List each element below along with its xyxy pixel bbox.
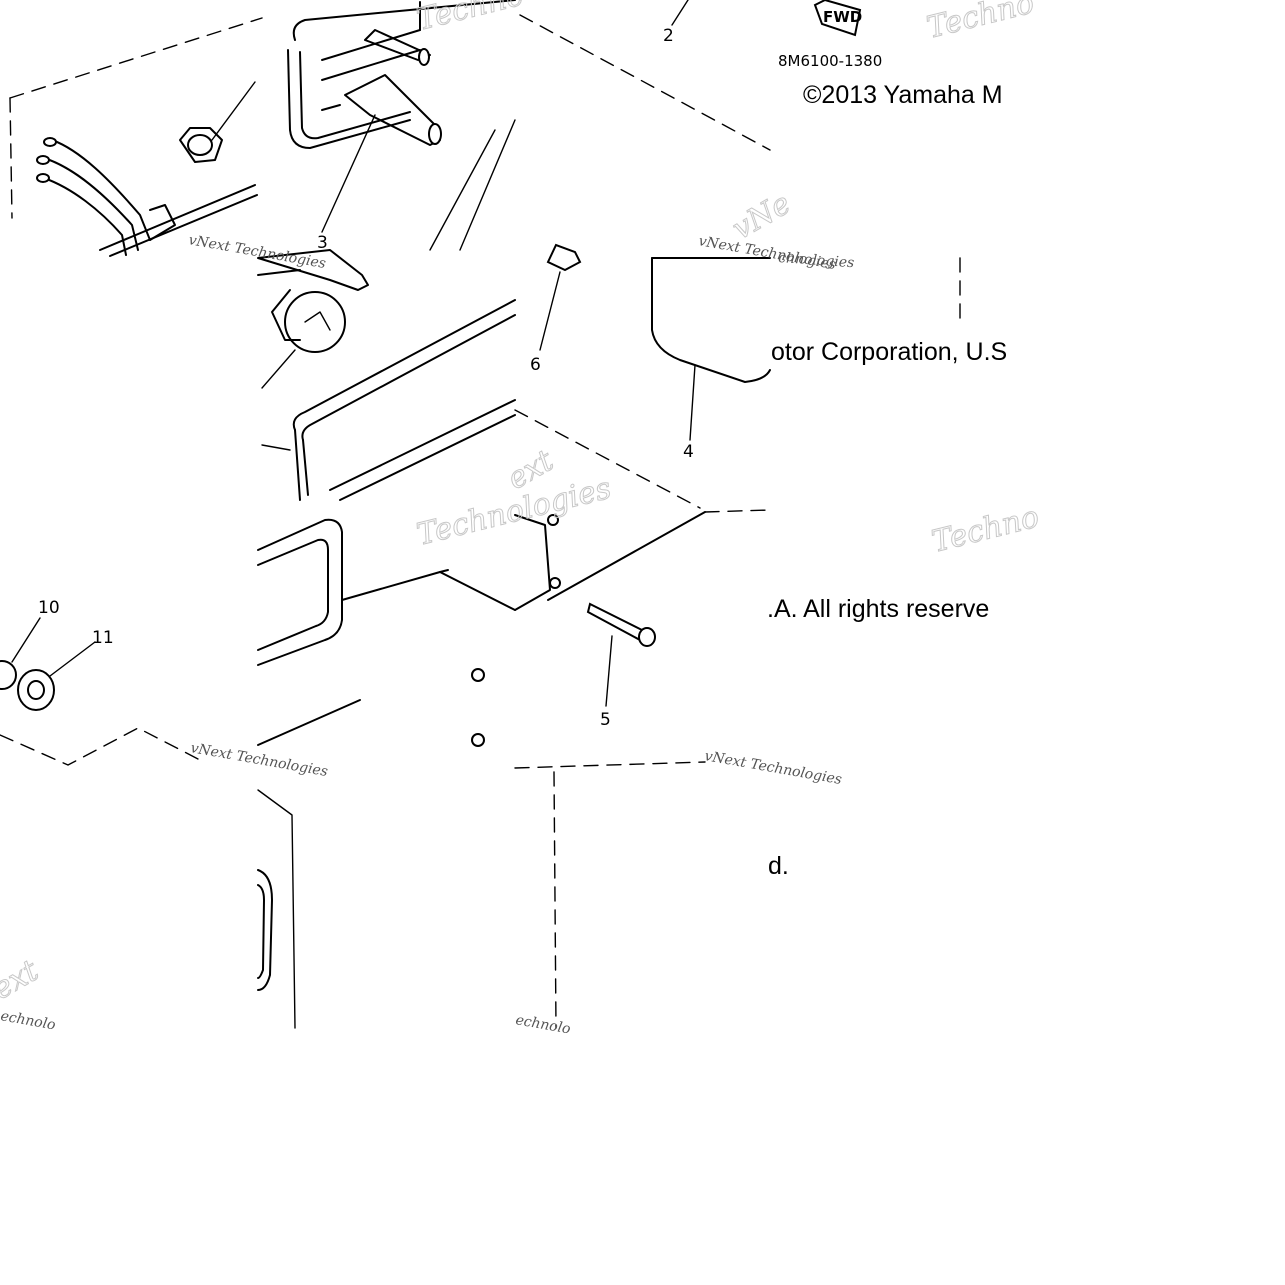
watermark-text: vNext Technologies xyxy=(703,748,843,788)
watermark-text: vNe xyxy=(727,186,797,247)
tile-washer-nut xyxy=(0,617,201,766)
tile-lens-socket xyxy=(287,0,516,251)
copyright-fragment: .A. All rights reserve xyxy=(767,595,989,623)
watermark-text: vNext Technologies xyxy=(189,740,329,780)
watermark-layer: Techno Technc Technologies Techno vNext … xyxy=(0,0,1043,1038)
callout-4: 4 xyxy=(683,442,694,462)
tile-callout-2: FWD xyxy=(519,0,862,151)
watermark-text: Techno xyxy=(923,0,1037,46)
tile-screw xyxy=(514,509,771,707)
callout-3: 3 xyxy=(317,233,328,253)
watermark-text: echnolo xyxy=(0,1008,57,1033)
watermark-text: vNext Technologies xyxy=(187,232,327,272)
tile-clip-lamp xyxy=(514,243,961,509)
watermark-text: chnologies xyxy=(778,250,855,271)
copyright-fragment: ©2013 Yamaha M xyxy=(803,81,1003,109)
fwd-label: FWD xyxy=(823,8,862,26)
tile-bulb xyxy=(257,249,516,501)
watermark-text: Techno xyxy=(928,499,1042,559)
callout-2: 2 xyxy=(663,26,674,46)
watermark-text: Technc xyxy=(413,0,526,38)
copyright-fragment: d. xyxy=(768,852,789,880)
callout-10: 10 xyxy=(38,598,60,618)
tile-lens-frame xyxy=(257,518,516,747)
watermark-text: ext xyxy=(0,953,45,1007)
tile-wiring-harness xyxy=(9,17,263,257)
callout-labels: 2 3 6 4 10 11 5 xyxy=(38,26,694,730)
tile-dash-frame xyxy=(514,761,706,1029)
tile-lamp-side xyxy=(257,789,296,1029)
callout-6: 6 xyxy=(530,355,541,375)
part-code: 8M6100-1380 xyxy=(778,52,882,70)
copyright-notice: ©2013 Yamaha M otor Corporation, U.S .A.… xyxy=(767,81,1007,880)
callout-5: 5 xyxy=(600,710,611,730)
watermark-text: echnolo xyxy=(514,1012,571,1037)
copyright-fragment: otor Corporation, U.S xyxy=(771,338,1007,366)
callout-11: 11 xyxy=(92,628,114,648)
